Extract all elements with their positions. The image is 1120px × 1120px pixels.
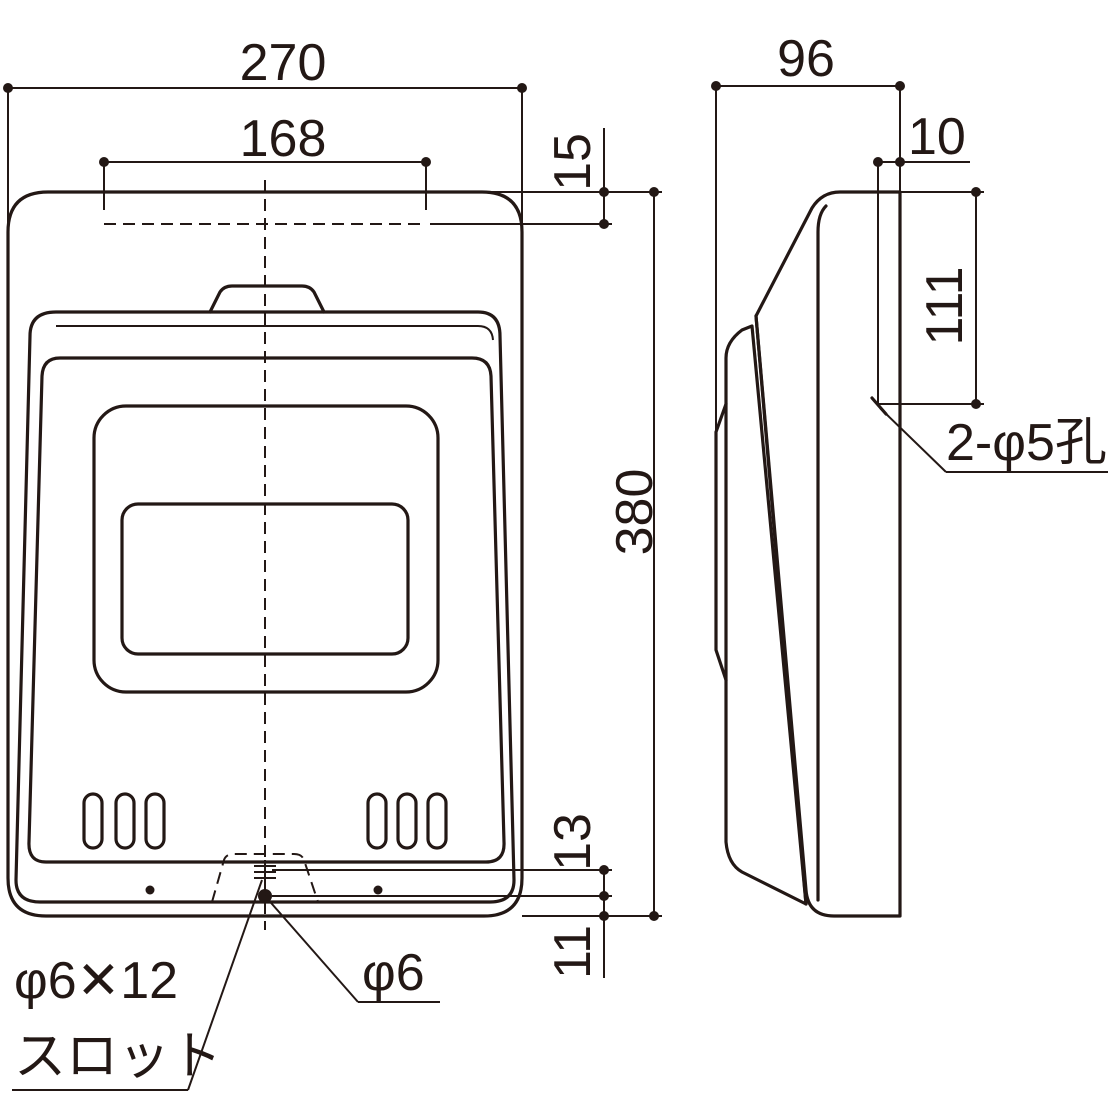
- front-top-tab: [208, 284, 326, 314]
- front-outer-body: [6, 190, 524, 918]
- dimension-10-label: 10: [908, 108, 966, 166]
- dimension-111-label: 111: [916, 266, 974, 345]
- side-holes-label: 2-φ5孔: [946, 414, 1107, 472]
- dimension-270: 270: [3, 34, 527, 232]
- leader-phi6: φ6: [264, 895, 440, 1003]
- slot-size-label: φ6✕12: [14, 952, 178, 1010]
- dimension-13-11: 13 11: [272, 813, 612, 979]
- side-inner-edge: [816, 204, 828, 902]
- side-cover-edge: [754, 314, 808, 906]
- front-screw-dot-right: [373, 885, 383, 895]
- dimension-96-label: 96: [777, 30, 835, 88]
- dimension-270-label: 270: [240, 34, 327, 92]
- dimension-380: 380: [522, 187, 664, 921]
- dimension-111: 111: [836, 187, 984, 409]
- front-view: [6, 180, 524, 930]
- vent-slots-right: [366, 792, 448, 850]
- leader-slot: φ6✕12 スロット: [12, 879, 263, 1091]
- slot-word-label: スロット: [14, 1028, 222, 1086]
- dimension-11-label: 11: [544, 925, 602, 979]
- dimension-96: 96: [711, 30, 905, 430]
- vent-slots-left: [82, 792, 166, 850]
- front-window-frame: [92, 404, 440, 694]
- dimension-168-label: 168: [240, 110, 327, 168]
- side-view: [714, 190, 902, 918]
- side-cover: [724, 324, 808, 906]
- dimension-380-label: 380: [606, 469, 664, 556]
- front-inner-frame: [27, 356, 506, 864]
- leader-side-holes: 2-φ5孔: [879, 407, 1108, 473]
- side-back-wall: [714, 402, 728, 682]
- front-cover-plate: [14, 310, 516, 904]
- dimension-15-label: 15: [544, 133, 602, 191]
- dimension-15: 15: [430, 128, 662, 229]
- front-cover-inner-edge: [56, 325, 494, 341]
- dimension-168: 168: [99, 110, 431, 210]
- dimension-13-label: 13: [544, 813, 602, 871]
- dimension-10: 10: [873, 108, 970, 406]
- front-screw-dot-left: [145, 885, 155, 895]
- phi6-label: φ6: [362, 944, 425, 1002]
